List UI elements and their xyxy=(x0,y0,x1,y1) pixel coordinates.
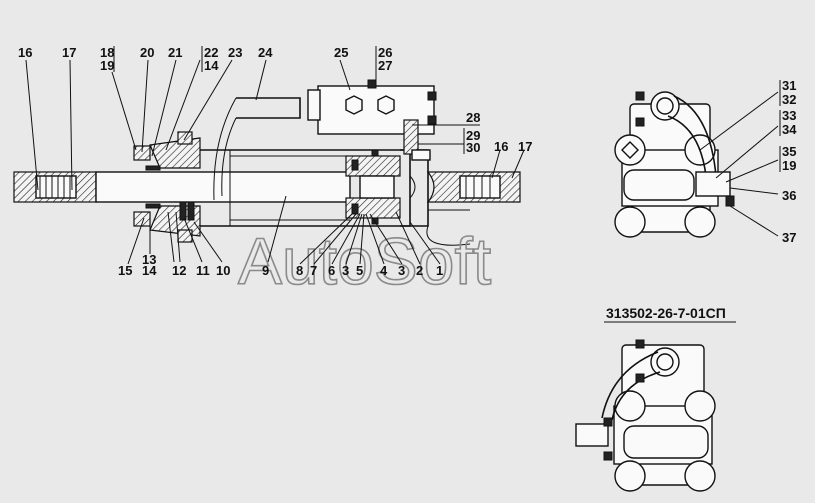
callout-10: 10 xyxy=(216,263,230,278)
callout-14-top: 14 xyxy=(204,58,219,73)
port-adapter xyxy=(411,149,431,161)
callout-numbers: 16 17 18 19 20 21 22 14 23 24 25 26 27 2… xyxy=(18,45,797,278)
variant-bolt-3 xyxy=(614,460,646,492)
callout-30: 30 xyxy=(466,140,480,155)
variant-label: 313502-26-7-01СП xyxy=(606,305,726,321)
callout-25: 25 xyxy=(334,45,348,60)
hose xyxy=(236,97,301,119)
callout-26: 26 xyxy=(378,45,392,60)
variant-fitting xyxy=(575,423,609,447)
callout-7: 7 xyxy=(310,263,317,278)
callout-11: 11 xyxy=(196,263,210,278)
callout-group-bars xyxy=(113,46,781,172)
callout-8: 8 xyxy=(296,263,303,278)
variant-bolt-2 xyxy=(684,390,716,422)
callout-5: 5 xyxy=(356,263,363,278)
variant-bolt-4 xyxy=(684,460,716,492)
callout-3-right: 3 xyxy=(398,263,405,278)
callout-36: 36 xyxy=(782,188,796,203)
piston-nut xyxy=(359,175,395,199)
watermark-text: AutoSoft xyxy=(238,224,491,298)
hex-plug-1 xyxy=(345,95,363,115)
callout-13: 13 xyxy=(142,252,156,267)
callout-4: 4 xyxy=(380,263,388,278)
callout-35: 35 xyxy=(782,144,796,159)
callout-33: 33 xyxy=(782,108,796,123)
callout-19: 19 xyxy=(100,58,114,73)
valve-fitting-left xyxy=(307,89,321,121)
callout-16: 16 xyxy=(18,45,32,60)
callout-2: 2 xyxy=(416,263,423,278)
leader-lines xyxy=(25,50,779,265)
variant-end-view xyxy=(575,339,716,492)
callout-27: 27 xyxy=(378,58,392,73)
callout-17-right: 17 xyxy=(518,139,532,154)
rear-head xyxy=(400,149,429,227)
callout-21: 21 xyxy=(168,45,182,60)
cylinder-barrel xyxy=(200,149,411,227)
callout-18: 18 xyxy=(100,45,114,60)
callout-34: 34 xyxy=(782,122,797,137)
callout-3-left: 3 xyxy=(342,263,349,278)
hex-plug-2 xyxy=(377,95,395,115)
callout-17: 17 xyxy=(62,45,76,60)
callout-20: 20 xyxy=(140,45,154,60)
callout-32: 32 xyxy=(782,92,796,107)
end-view-fitting xyxy=(695,171,731,197)
end-view-top xyxy=(614,91,735,238)
variant-bolt-1 xyxy=(614,390,646,422)
valve-screw xyxy=(367,79,377,89)
end-view-boss xyxy=(623,169,695,201)
callout-22: 22 xyxy=(204,45,218,60)
callout-28: 28 xyxy=(466,110,480,125)
callout-16-right: 16 xyxy=(494,139,508,154)
callout-12: 12 xyxy=(172,263,186,278)
end-view-bolt-3 xyxy=(614,206,646,238)
callout-14-bottom: 14 xyxy=(142,263,157,278)
callout-24: 24 xyxy=(258,45,273,60)
callout-6: 6 xyxy=(328,263,335,278)
callout-29: 29 xyxy=(466,128,480,143)
callout-37: 37 xyxy=(782,230,796,245)
cylinder-section-view xyxy=(13,79,521,246)
callout-23: 23 xyxy=(228,45,242,60)
end-view-bolt-4 xyxy=(684,206,716,238)
variant-boss xyxy=(623,425,709,459)
callout-31: 31 xyxy=(782,78,796,93)
callout-9: 9 xyxy=(262,263,269,278)
callout-15: 15 xyxy=(118,263,132,278)
port-fitting xyxy=(403,119,419,155)
callout-1: 1 xyxy=(436,263,443,278)
piston-rod xyxy=(95,171,351,203)
callout-19-right: 19 xyxy=(782,158,796,173)
